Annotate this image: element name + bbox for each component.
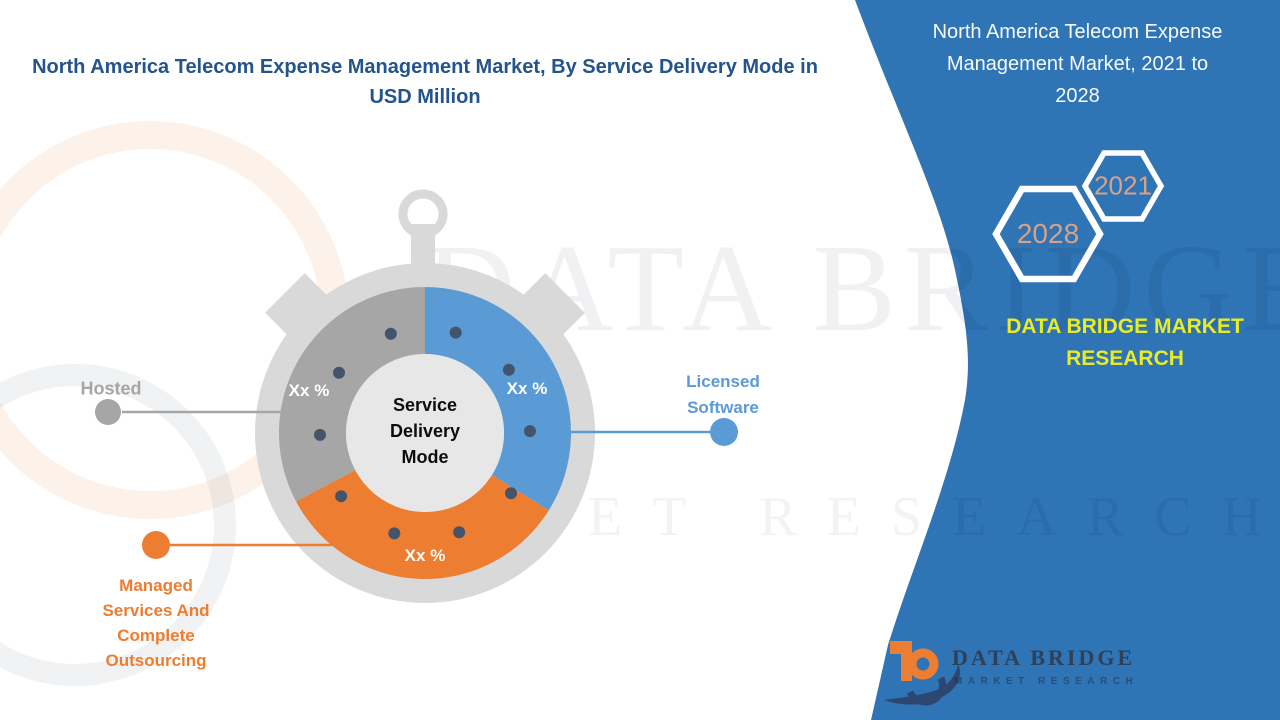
category-label-licensed-software: Licensed Software bbox=[686, 372, 760, 417]
licensed-leader-dot bbox=[710, 418, 738, 446]
category-label-managed-services: Managed Services And Complete Outsourcin… bbox=[102, 576, 210, 670]
donut-segment-1 bbox=[296, 470, 549, 579]
logo-tagline: MARKET RESEARCH bbox=[954, 676, 1139, 687]
tick-dot-1 bbox=[502, 363, 515, 376]
right-panel-background bbox=[855, 0, 1280, 720]
hosted-leader-dot bbox=[95, 399, 121, 425]
tick-dot-5 bbox=[388, 527, 401, 540]
databridge-logo-mark bbox=[884, 641, 960, 706]
hexagon-year-2021: 2021 bbox=[1094, 170, 1152, 201]
tick-dot-0 bbox=[449, 326, 462, 339]
donut-center-label: Service Delivery Mode bbox=[389, 395, 461, 467]
licensed-value-label: Xx % bbox=[506, 379, 548, 398]
year-hexagons bbox=[992, 150, 1165, 283]
stopwatch-stem bbox=[411, 224, 435, 269]
hexagon-year-2028: 2028 bbox=[1016, 218, 1080, 249]
stopwatch-right-button bbox=[521, 273, 585, 337]
callouts bbox=[95, 399, 738, 559]
managed-leader-dot bbox=[142, 531, 170, 559]
donut-segment-0 bbox=[425, 287, 571, 511]
tick-dots bbox=[314, 326, 536, 540]
logo-b-stem bbox=[901, 641, 912, 681]
tick-dot-4 bbox=[453, 526, 466, 539]
tick-dot-6 bbox=[335, 490, 348, 503]
panel-title: North America Telecom Expense Management… bbox=[932, 21, 1223, 107]
tick-dot-3 bbox=[505, 487, 518, 500]
category-label-hosted: Hosted bbox=[80, 378, 142, 399]
tick-dot-2 bbox=[523, 425, 536, 438]
stopwatch-left-button bbox=[265, 273, 329, 337]
donut-center-hub bbox=[346, 354, 504, 512]
tick-dot-8 bbox=[332, 366, 345, 379]
logo-b-flag bbox=[890, 641, 901, 654]
tick-dot-9 bbox=[384, 327, 397, 340]
donut-chart bbox=[278, 287, 571, 579]
logo-b-bowl bbox=[907, 648, 939, 680]
chart-title: North America Telecom Expense Management… bbox=[32, 56, 818, 108]
watermark-logo-arc-navy bbox=[0, 364, 236, 686]
logo-d-bowl bbox=[906, 676, 946, 706]
logo-company-name: DATA BRIDGE bbox=[952, 645, 1136, 670]
tick-dot-7 bbox=[314, 428, 327, 441]
hosted-value-label: Xx % bbox=[288, 381, 330, 400]
hexagon-2028 bbox=[992, 185, 1104, 283]
managed-value-label: Xx % bbox=[404, 546, 446, 565]
brand-text: DATA BRIDGE MARKET RESEARCH bbox=[1006, 315, 1244, 370]
donut-segment-2 bbox=[278, 287, 425, 502]
hexagon-2021 bbox=[1081, 150, 1165, 222]
